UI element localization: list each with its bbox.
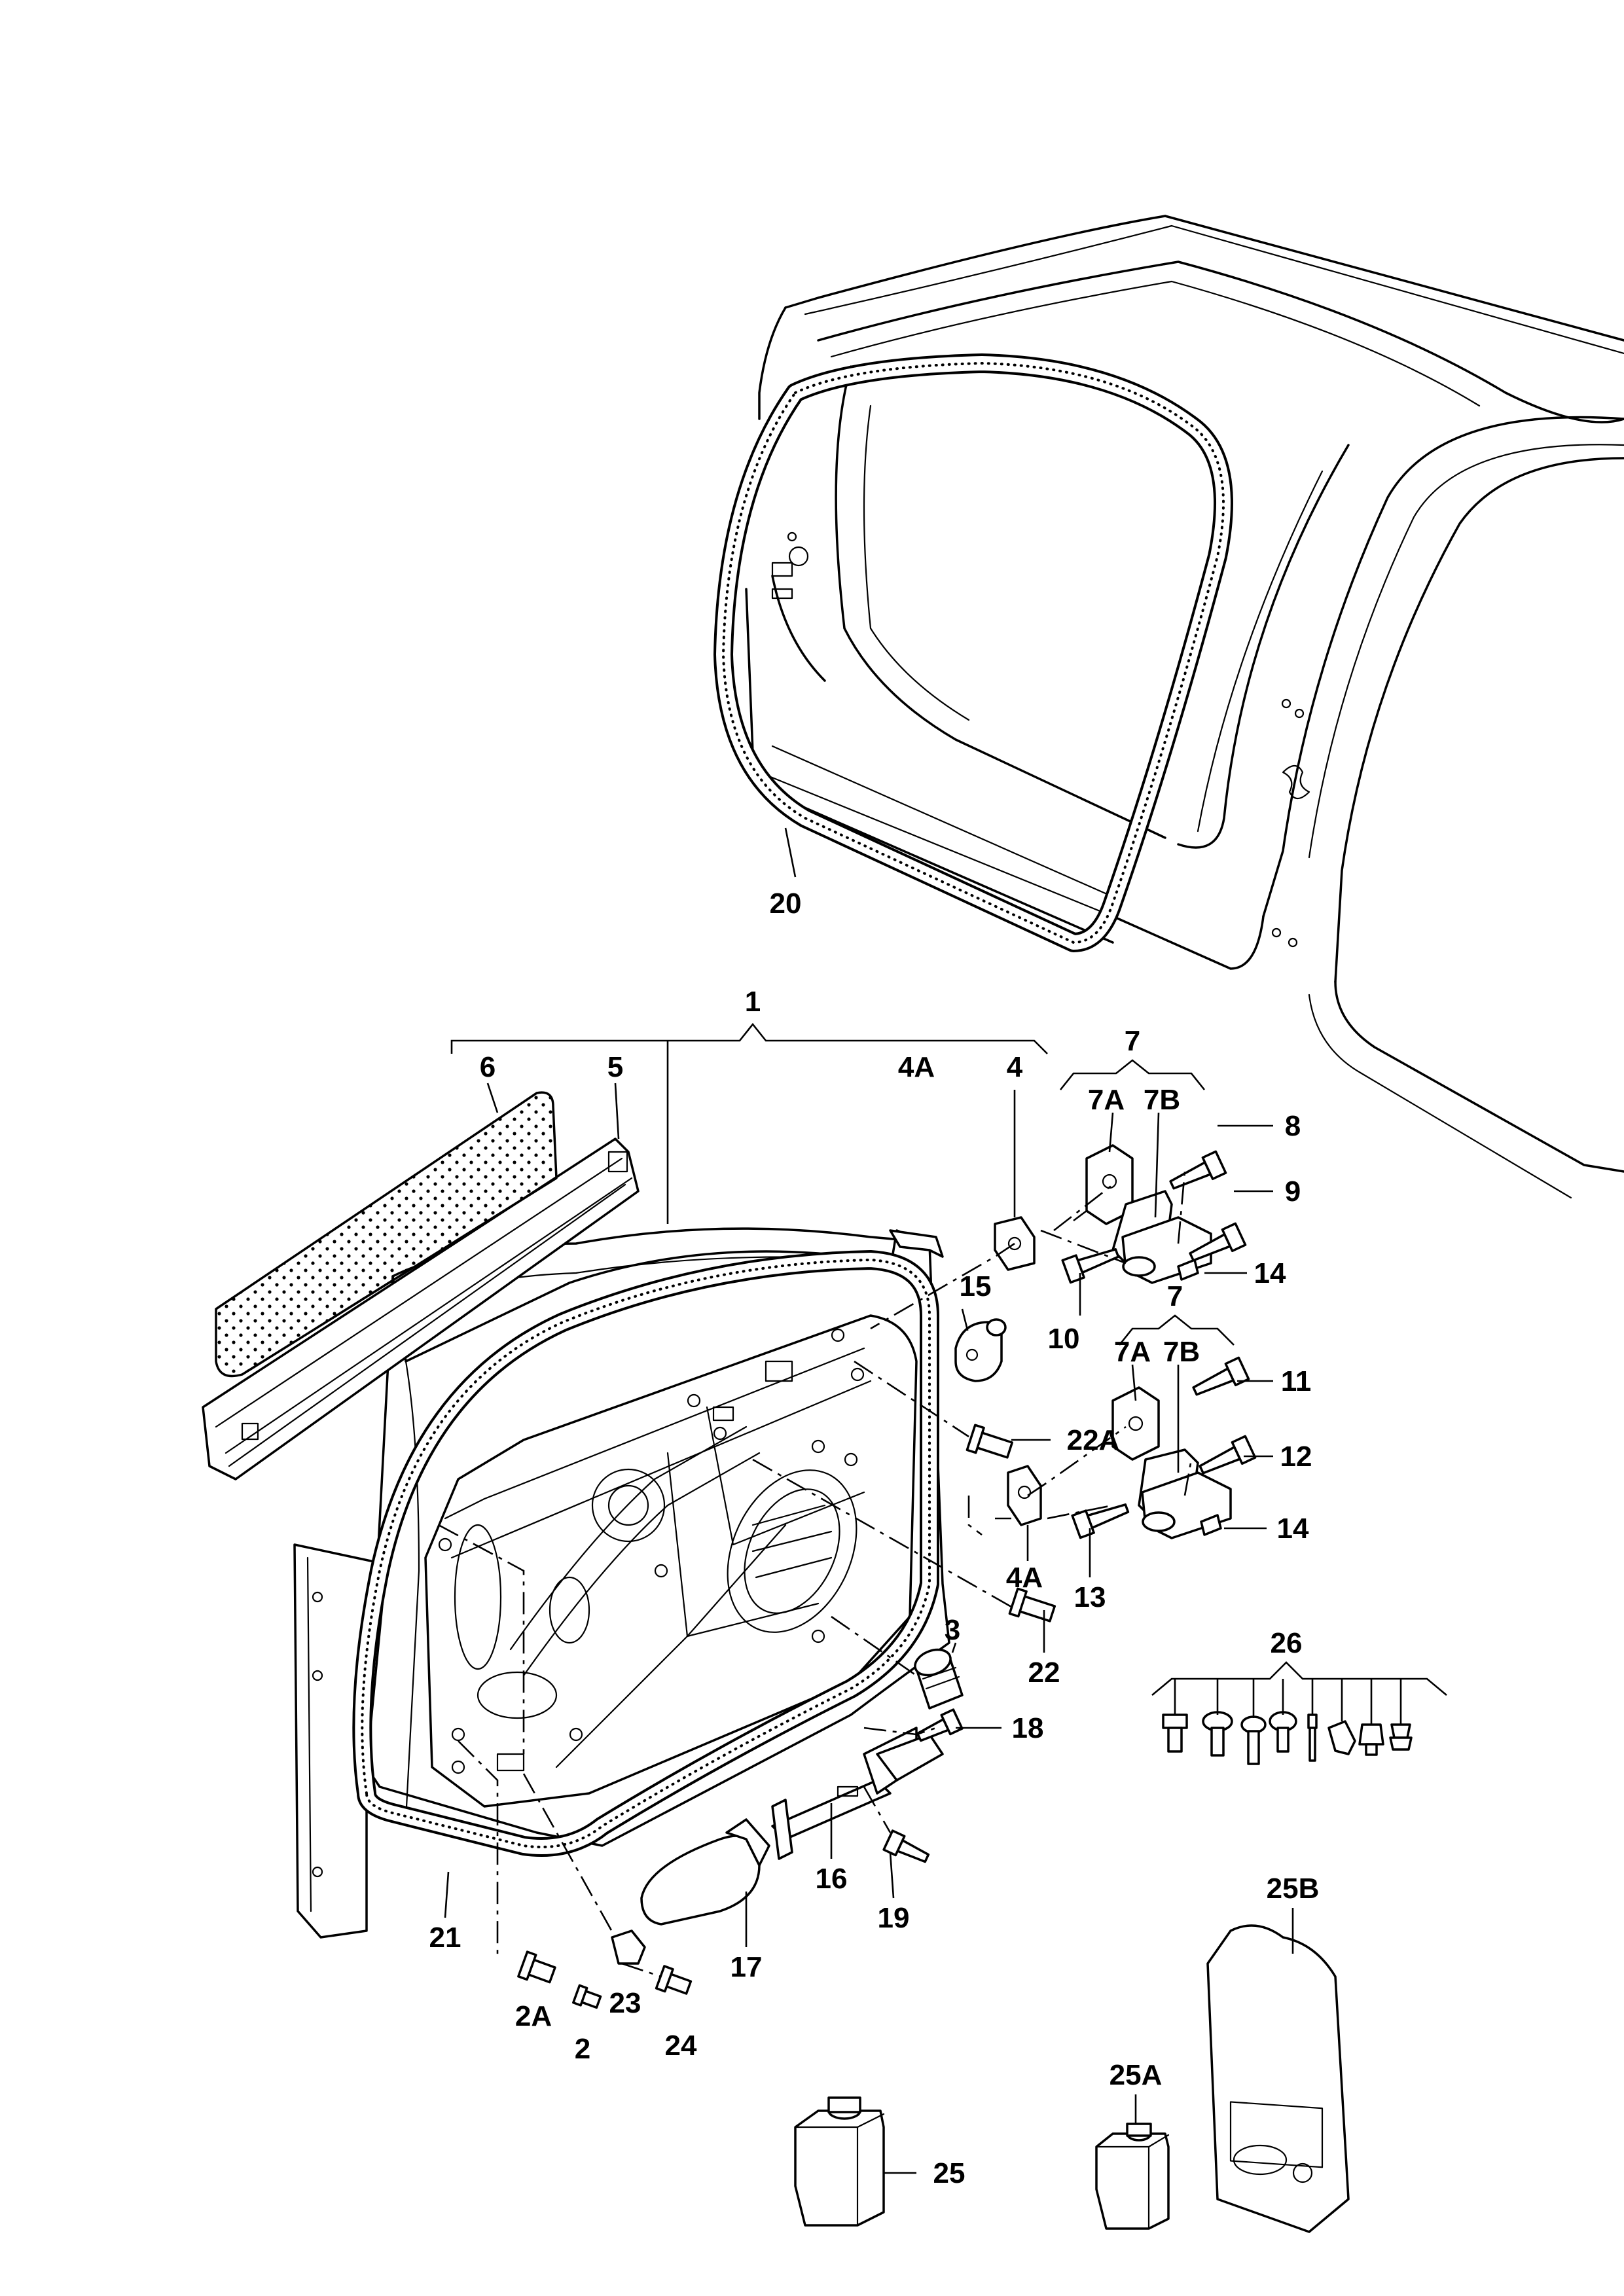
- adhesive-pouch: [1206, 1924, 1350, 2233]
- callout-25A: 25A: [1110, 2059, 1163, 2091]
- callout-22A: 22A: [1067, 1424, 1120, 1456]
- callout-8: 8: [1285, 1110, 1301, 1142]
- adhesive-bottle-large: [794, 2096, 885, 2227]
- callout-7-top: 7: [1125, 1025, 1140, 1057]
- callout-12: 12: [1280, 1441, 1312, 1473]
- locating-pin-upper: [965, 1424, 1014, 1459]
- bump-stop: [914, 1648, 964, 1710]
- callout-25: 25: [933, 2157, 965, 2189]
- callout-10: 10: [1048, 1323, 1080, 1355]
- callout-14-top: 14: [1254, 1257, 1286, 1289]
- callout-4A-top: 4A: [898, 1051, 935, 1083]
- check-strap-cover: [640, 1818, 770, 1926]
- callout-labels: 20 1 6 5 4A 4 7 7A 7B 8 9 14 15 10 7 7A …: [429, 888, 1320, 2189]
- callout-15: 15: [960, 1270, 992, 1302]
- door-opening-weatherstrip: [713, 353, 1233, 952]
- captive-nut-lower: [1007, 1465, 1042, 1526]
- check-strap-bolts: [882, 1708, 964, 1863]
- lower-fasteners: [517, 1929, 693, 2009]
- callout-25B: 25B: [1267, 1873, 1320, 1905]
- callout-4A: 4A: [1006, 1562, 1043, 1594]
- callout-9: 9: [1285, 1175, 1301, 1208]
- locating-pin-lower: [1008, 1587, 1056, 1623]
- callout-2: 2: [575, 2033, 590, 2065]
- callout-20: 20: [770, 888, 802, 920]
- callout-19: 19: [878, 1902, 910, 1934]
- callout-7A-bottom: 7A: [1114, 1336, 1151, 1368]
- grommet-cap: [954, 1318, 1007, 1382]
- callout-24: 24: [665, 2030, 697, 2062]
- callout-7A-top: 7A: [1088, 1084, 1125, 1116]
- callout-26: 26: [1271, 1627, 1303, 1659]
- callout-18: 18: [1012, 1712, 1044, 1744]
- hinge-bolts: [1061, 1150, 1257, 1539]
- callout-14-bottom: 14: [1277, 1513, 1309, 1545]
- upper-hinge: [1085, 1144, 1212, 1284]
- leader-lines: [438, 827, 1447, 2174]
- callout-13: 13: [1074, 1581, 1106, 1613]
- adhesive-bottle-small: [1095, 2123, 1170, 2230]
- callout-3: 3: [945, 1614, 960, 1646]
- callout-11: 11: [1281, 1365, 1312, 1397]
- callout-16: 16: [816, 1863, 848, 1895]
- callout-6: 6: [480, 1051, 496, 1083]
- fastener-assortment: [1162, 1711, 1413, 1765]
- callout-2A: 2A: [515, 2000, 552, 2032]
- door-check-strap: [771, 1727, 944, 1860]
- callout-21: 21: [429, 1922, 461, 1954]
- callout-17: 17: [731, 1951, 763, 1983]
- callout-1: 1: [745, 986, 761, 1018]
- door-weatherstrip: [352, 1250, 939, 1857]
- callout-5: 5: [607, 1051, 623, 1083]
- callout-7B-bottom: 7B: [1163, 1336, 1200, 1368]
- callout-7-bottom: 7: [1167, 1280, 1183, 1312]
- sound-insulation-pad: [215, 1091, 558, 1378]
- lower-hinge: [1111, 1386, 1232, 1539]
- callout-23: 23: [609, 1987, 641, 2019]
- callout-7B-top: 7B: [1144, 1084, 1180, 1116]
- window-sill-seal: [202, 1138, 640, 1480]
- callout-22: 22: [1028, 1657, 1060, 1689]
- callout-4: 4: [1007, 1051, 1023, 1083]
